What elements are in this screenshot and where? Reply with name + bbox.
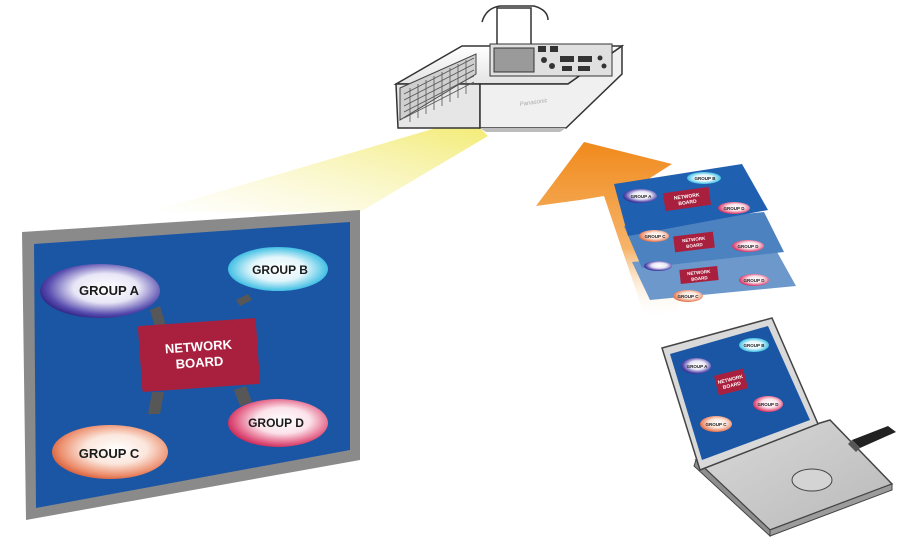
network-board-box xyxy=(137,318,261,392)
network-board-label-line1: NETWORK xyxy=(164,337,233,357)
slide-1-group-d-label: GROUP D xyxy=(724,206,746,211)
laptop-board-line2: BOARD xyxy=(722,381,742,391)
laptop-group-d xyxy=(753,396,783,412)
slide-1-board-line2: BOARD xyxy=(678,199,697,208)
slide-stack: NETWORK BOARD GROUP A GROUP B GROUP D NE… xyxy=(614,164,796,302)
screen-connectors xyxy=(148,294,252,414)
projector-light-beam xyxy=(150,118,488,212)
slide-1-group-a xyxy=(623,189,657,203)
slide-3-board xyxy=(679,266,719,284)
laptop-group-a-label: GROUP A xyxy=(687,364,709,369)
laptop-group-c xyxy=(700,416,732,432)
group-d-label: GROUP D xyxy=(248,416,304,430)
slide-1-board-line1: NETWORK xyxy=(674,192,701,202)
group-c-label: GROUP C xyxy=(79,446,140,461)
projector-brand-mark: Panasonic xyxy=(519,98,548,108)
slide-2-group-c-label: GROUP C xyxy=(645,234,667,239)
slide-1-group-a-label: GROUP A xyxy=(631,194,653,199)
slide-1-group-d xyxy=(718,202,750,214)
slide-3-board-line1: NETWORK xyxy=(687,269,711,276)
group-c-bubble xyxy=(52,425,168,479)
slide-3-group-d xyxy=(739,274,769,286)
projector: Panasonic xyxy=(393,5,625,132)
group-b-bubble xyxy=(228,247,328,291)
laptop-group-b-label: GROUP B xyxy=(744,343,766,348)
slide-3-group-c xyxy=(673,290,703,302)
slide-1-board xyxy=(662,186,712,212)
slide-3-group-d-label: GROUP D xyxy=(744,278,766,283)
projector-connector-panel xyxy=(489,43,613,77)
laptop-touchpad xyxy=(791,468,833,492)
slide-2-group-d xyxy=(732,240,764,252)
slide-2-group-d-label: GROUP D xyxy=(738,244,760,249)
laptop-group-d-label: GROUP D xyxy=(758,402,780,407)
slide-1-group-b-label: GROUP B xyxy=(695,176,717,181)
slide-3-group-c-label: GROUP C xyxy=(678,294,700,299)
projector-vent-grille xyxy=(399,53,477,122)
slide-2-group-c xyxy=(639,230,669,242)
network-board-label-line2: BOARD xyxy=(175,353,224,371)
laptop-board xyxy=(714,368,748,396)
projector-mount-pole xyxy=(496,7,532,47)
group-a-label: GROUP A xyxy=(79,283,140,298)
laptop: NETWORK BOARD GROUP A GROUP B GROUP C GR… xyxy=(661,317,896,538)
projector-mount-cable xyxy=(481,5,549,23)
group-d-bubble xyxy=(228,399,328,447)
wireless-usb-dongle xyxy=(848,426,896,452)
laptop-group-c-label: GROUP C xyxy=(706,422,728,427)
slide-2-board-line1: NETWORK xyxy=(682,236,706,244)
group-a-bubble xyxy=(40,264,160,318)
slide-1-group-b xyxy=(687,172,721,184)
laptop-group-b xyxy=(739,338,769,352)
projection-screen: NETWORK BOARD GROUP A GROUP B GROUP C GR… xyxy=(22,210,360,520)
slide-2-board xyxy=(673,231,715,253)
group-b-label: GROUP B xyxy=(252,263,308,277)
slide-3-group-a xyxy=(644,261,672,271)
slide-3-board-line2: BOARD xyxy=(691,275,709,282)
laptop-group-a xyxy=(681,358,711,374)
slide-2-board-line2: BOARD xyxy=(686,242,704,249)
